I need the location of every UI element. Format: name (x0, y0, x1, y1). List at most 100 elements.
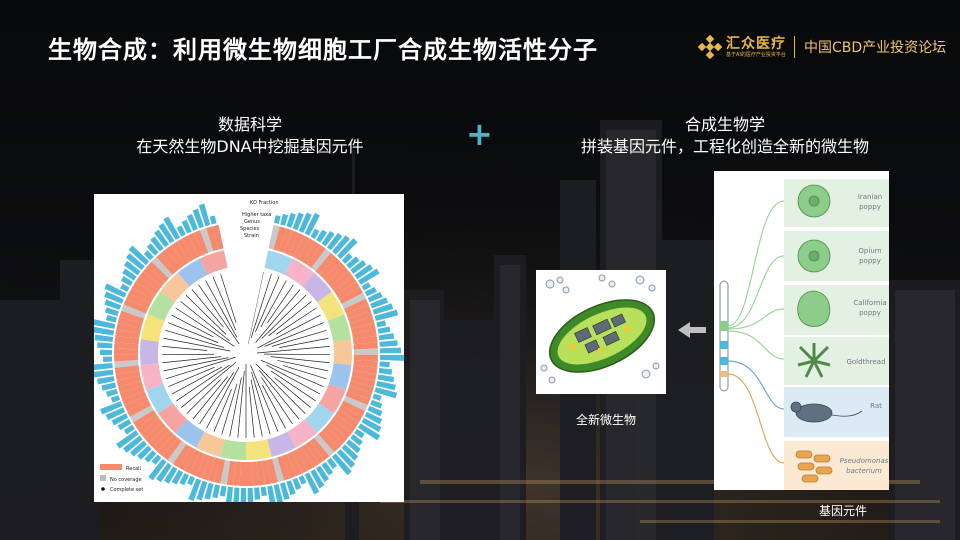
coverage-bar (292, 477, 302, 490)
opium-poppy-icon (797, 239, 831, 273)
recall-segment (288, 232, 304, 257)
coverage-bar (176, 225, 186, 237)
legend-no-coverage-label: No coverage (110, 477, 142, 483)
recall-segment (256, 460, 266, 486)
tree-label-gap (220, 194, 280, 354)
coverage-bar (346, 256, 360, 269)
tree-branch (167, 322, 219, 344)
coverage-bar (354, 264, 373, 280)
coverage-bar (367, 405, 383, 417)
coverage-bar (187, 475, 195, 486)
data-science-title: 数据科学 (217, 115, 282, 134)
recall-segment (136, 414, 160, 434)
recall-segment (114, 365, 140, 375)
recall-segment (326, 266, 349, 287)
tree-recall-rings (114, 224, 379, 486)
recall-segment (341, 400, 366, 417)
california-poppy-icon (797, 290, 831, 327)
tree-branch (191, 289, 224, 328)
recall-segment (143, 266, 166, 287)
recall-segment (338, 405, 363, 423)
recall-segment (201, 455, 215, 481)
tree-branches (161, 271, 331, 438)
recall-segment (233, 461, 241, 486)
recall-segment (266, 458, 278, 484)
coverage-bar (350, 434, 363, 446)
coverage-bar (280, 213, 289, 226)
recall-segment (283, 230, 299, 255)
recall-segment (268, 224, 280, 250)
coverage-bar (327, 232, 343, 251)
rat-icon (790, 401, 863, 423)
recall-segment (350, 322, 376, 334)
tree-branch (255, 289, 301, 343)
tree-branch (186, 379, 221, 414)
chromosome (719, 280, 729, 392)
organism-label-pseudomonas-line1: Pseudomonas (840, 457, 889, 465)
coverage-bar (89, 363, 113, 371)
recall-segment (293, 235, 310, 260)
recall-segment (311, 248, 331, 272)
coverage-bar (379, 354, 404, 361)
recall-segment (314, 434, 335, 457)
coverage-bar (341, 253, 353, 264)
recall-segment (341, 292, 366, 309)
tree-branch (212, 276, 237, 331)
recall-segment (114, 342, 139, 350)
tree-branch (176, 364, 230, 402)
coverage-bar (346, 439, 361, 454)
brand-logo: 汇众医疗 基于AI的医疗产业投资平台 中国CBD产业投资论坛 (698, 30, 946, 64)
taxa-sector (328, 363, 352, 391)
logo-subtitle: 基于AI的医疗产业投资平台 (726, 51, 786, 58)
taxa-sector (264, 250, 293, 275)
taxa-sector (284, 258, 315, 287)
coverage-bar (372, 393, 382, 401)
coverage-bar (379, 340, 398, 347)
organism-label-california-line2: poppy (859, 309, 881, 317)
recall-segment (345, 390, 371, 406)
recall-segment (302, 241, 321, 265)
recall-segment (323, 261, 345, 283)
taxa-sector (317, 291, 345, 322)
tree-branch (261, 294, 307, 339)
coverage-bar (304, 472, 320, 495)
coverage-bar (378, 368, 393, 375)
tree-branch (198, 284, 240, 345)
taxa-sector (327, 314, 351, 342)
tree-branch (237, 370, 245, 438)
data-science-subtitle: 在天然生物DNA中挖掘基因元件 (136, 137, 364, 156)
recall-segment (315, 252, 336, 275)
coverage-bar (148, 458, 167, 481)
coverage-bar (377, 374, 395, 383)
synthetic-biology-title: 合成生物学 (684, 115, 765, 134)
recall-segment (121, 304, 146, 319)
coverage-bar (321, 231, 335, 247)
tree-branch (267, 284, 294, 323)
coverage-bar (370, 297, 388, 309)
tree-branch (270, 356, 330, 364)
taxa-sector (302, 272, 332, 303)
tree-branch (205, 280, 238, 338)
cell-circuit-parts (574, 313, 626, 354)
tree-branch (229, 377, 242, 437)
taxa-sector (304, 403, 334, 433)
coverage-bar (163, 216, 181, 240)
coverage-bar (212, 484, 220, 499)
taxa-sector (158, 403, 188, 433)
tree-branch (283, 365, 327, 380)
coverage-bar (137, 445, 152, 460)
tree-branch (248, 386, 255, 438)
recall-segment (350, 375, 376, 387)
coverage-bar (97, 376, 115, 385)
coverage-bar (286, 480, 296, 496)
coverage-bar (196, 480, 208, 501)
legend-recall-label: Recall (126, 466, 141, 472)
coverage-bar (156, 462, 172, 483)
recall-segment (220, 459, 231, 485)
recall-segment (273, 226, 286, 252)
coverage-bar (367, 291, 383, 303)
coverage-bar (123, 424, 135, 435)
tree-coverage-bars (89, 203, 404, 512)
recall-segment (261, 459, 272, 485)
tree-branch (271, 329, 327, 347)
